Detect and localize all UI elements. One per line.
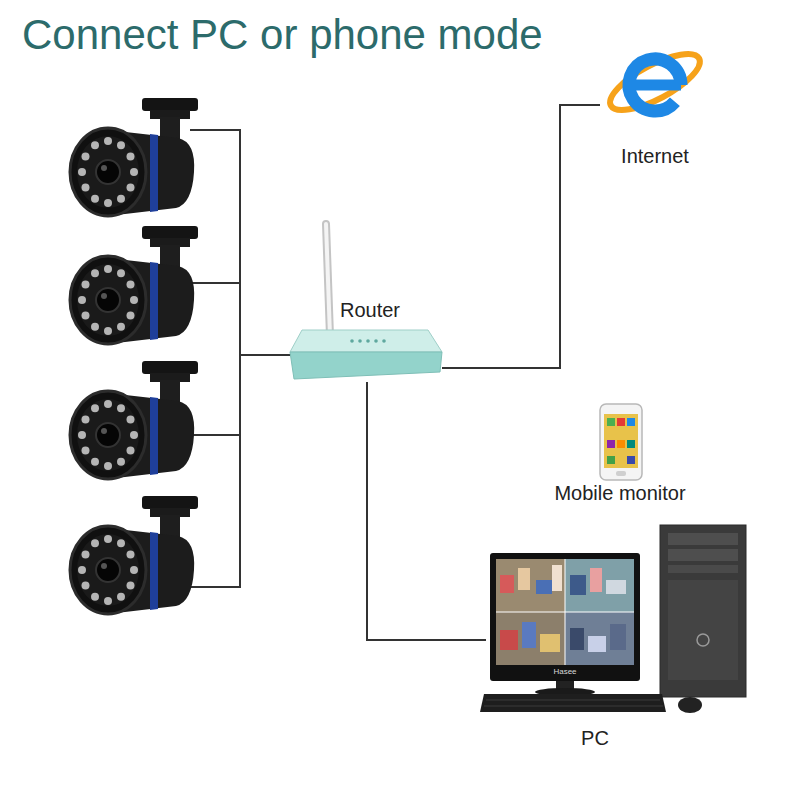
camera-wires [240, 354, 291, 356]
pc-picture [500, 575, 514, 593]
pc-picture [565, 559, 634, 612]
pc-node: PC [486, 520, 748, 750]
pc-picture [678, 697, 702, 713]
node-label: Mobile monitor [554, 481, 685, 505]
phone-picture [617, 418, 625, 426]
phone-picture [600, 404, 642, 480]
diagram-title: Connect PC or phone mode [22, 10, 543, 60]
phone-picture [600, 404, 642, 480]
pc-picture [668, 565, 738, 573]
pc-picture [522, 622, 536, 648]
phone-picture [607, 456, 615, 464]
node-label: Internet [621, 144, 689, 168]
bullet-camera [70, 98, 198, 216]
pc-picture [490, 553, 640, 681]
router-picture [326, 224, 330, 336]
pc-picture [484, 706, 663, 707]
pc-picture [660, 525, 746, 697]
pc-picture [606, 580, 626, 594]
bullet-camera [70, 361, 198, 479]
router-picture [326, 224, 330, 336]
pc-picture [480, 525, 746, 713]
camera-wires [190, 129, 240, 131]
pc-picture [496, 612, 634, 613]
phone-picture [627, 456, 635, 464]
phone-picture [607, 440, 615, 448]
phone-picture [607, 418, 615, 426]
router-picture [358, 339, 362, 343]
router-picture [374, 339, 378, 343]
pc-picture [552, 565, 562, 591]
internet-node: Internet [600, 40, 710, 168]
pc-picture [496, 612, 565, 665]
pc-picture [570, 575, 586, 595]
node-label: Router [340, 298, 400, 322]
bullet-camera [70, 226, 198, 344]
router-picture [290, 330, 442, 352]
pc-picture [588, 636, 606, 652]
pc-picture [668, 580, 738, 680]
router-node: Router [290, 296, 442, 382]
camera-wires [190, 282, 240, 284]
router-picture [350, 339, 354, 343]
pc-picture [610, 624, 626, 650]
pc-picture [570, 628, 584, 650]
router-picture [382, 339, 386, 343]
pc-picture [536, 580, 552, 594]
bullet-cameras [70, 98, 198, 614]
phone-picture [627, 418, 635, 426]
pc-picture [590, 568, 602, 592]
camera-wires [190, 129, 291, 588]
phone-picture [616, 471, 626, 476]
pc-picture [540, 634, 560, 652]
internet-icon [629, 59, 681, 111]
internet-icon [603, 44, 707, 121]
pc-picture [565, 612, 634, 665]
router-picture [366, 339, 370, 343]
brand-label: Hasee [553, 667, 576, 677]
pc-picture [518, 568, 530, 590]
camera-wires [190, 586, 240, 588]
node-label: PC [581, 726, 609, 750]
camera-wires [239, 129, 241, 588]
pc-picture [480, 694, 666, 712]
pc-picture [496, 559, 565, 612]
router-picture [290, 224, 442, 379]
pc-picture [668, 533, 738, 545]
router-picture [290, 352, 442, 379]
pc-picture [500, 630, 518, 650]
mobile-node: Mobile monitor [530, 400, 710, 505]
network-cable [442, 105, 600, 368]
phone-picture [617, 440, 625, 448]
pc-picture [697, 634, 709, 646]
internet-icon [631, 80, 681, 91]
pc-picture [668, 549, 738, 561]
bullet-camera [70, 496, 198, 614]
camera-wires [190, 434, 240, 436]
network-cable [367, 382, 486, 640]
phone-picture [604, 414, 638, 468]
internet-icon [603, 44, 707, 121]
phone-picture [627, 440, 635, 448]
pc-picture [486, 700, 660, 701]
